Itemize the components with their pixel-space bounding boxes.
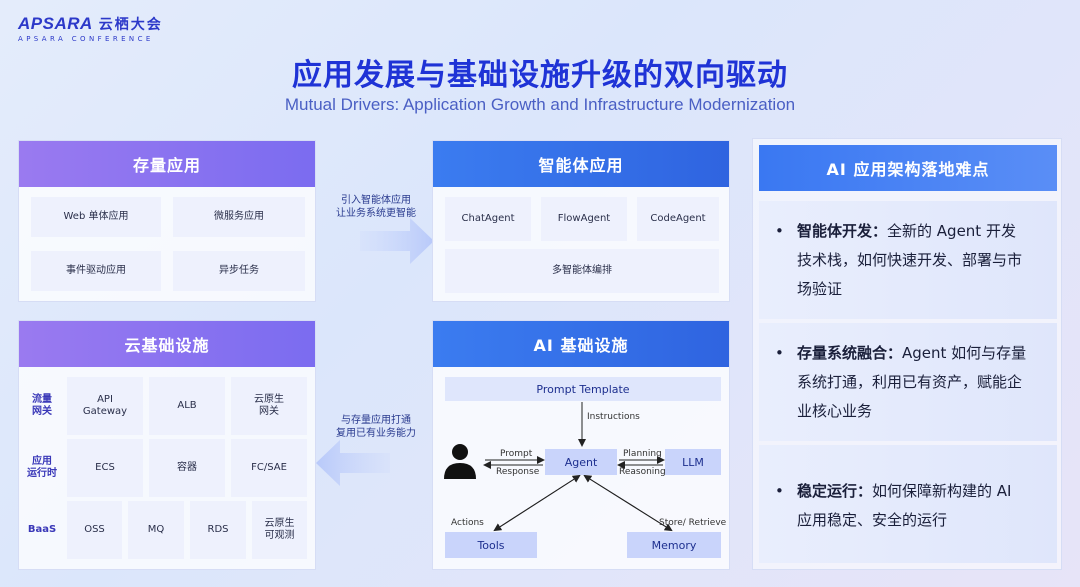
agent-app-item: CodeAgent [637, 197, 719, 241]
page-subtitle: Mutual Drivers: Application Growth and I… [284, 95, 796, 114]
ai-infra-header: AI 基础设施 [433, 321, 729, 367]
infra-cell: 容器 [149, 439, 225, 497]
page-title: 应用发展与基础设施升级的双向驱动 [292, 58, 788, 93]
actions-label: Actions [451, 518, 484, 528]
challenges-panel: AI 应用架构落地难点 智能体开发：全新的 Agent 开发 技术栈，如何快速开… [752, 138, 1062, 570]
logo-tagline: APSARA CONFERENCE [18, 35, 154, 43]
actions-back-arrow [494, 474, 581, 531]
row-label-gateway: 流量 网关 [32, 393, 52, 418]
legacy-app-item: Web 单体应用 [31, 197, 161, 237]
challenges-header: AI 应用架构落地难点 [759, 145, 1057, 191]
agent-box: Agent [545, 449, 617, 475]
infra-cell: 云原生 可观测 [252, 501, 307, 559]
planning-label: Planning [623, 449, 662, 459]
infra-cell: OSS [67, 501, 122, 559]
memory-box: Memory [627, 532, 721, 558]
multi-agent-orchestration: 多智能体编排 [445, 249, 719, 293]
row-label-baas: BaaS [27, 523, 57, 535]
logo-brand-cn: 云栖大会 [98, 17, 163, 33]
apsara-logo: APSARA 云栖大会 APSARA CONFERENCE [18, 14, 163, 43]
tools-box: Tools [445, 532, 537, 558]
challenge-point: 稳定运行：如何保障新构建的 AI 应用稳定、安全的运行 [759, 445, 1057, 563]
cloud-infra-panel: 云基础设施 流量 网关 API Gateway ALB 云原生 网关 应用 运行… [18, 320, 316, 570]
infra-cell: MQ [128, 501, 184, 559]
arrow-top-label: 引入智能体应用 让业务系统更智能 [336, 195, 416, 219]
llm-box: LLM [665, 449, 721, 475]
cloud-infra-header: 云基础设施 [19, 321, 315, 367]
retrieve-arrow [583, 474, 672, 531]
arrow-left-icon [316, 440, 390, 486]
infra-cell: ECS [67, 439, 143, 497]
infra-cell: API Gateway [67, 377, 143, 435]
legacy-apps-header: 存量应用 [19, 141, 315, 187]
agent-apps-panel: 智能体应用 ChatAgent FlowAgent CodeAgent 多智能体… [432, 140, 730, 302]
row-label-runtime: 应用 运行时 [27, 455, 57, 480]
ai-infra-panel: AI 基础设施 Prompt Template Instructions Pro… [432, 320, 730, 570]
response-label: Response [496, 467, 540, 477]
legacy-app-item: 异步任务 [173, 251, 305, 291]
agent-flow-diagram [444, 402, 673, 532]
infra-cell: 云原生 网关 [231, 377, 307, 435]
prompt-label: Prompt [500, 449, 533, 459]
agent-app-item: FlowAgent [541, 197, 627, 241]
challenge-point: 智能体开发：全新的 Agent 开发 技术栈，如何快速开发、部署与市 场验证 [759, 201, 1057, 319]
reasoning-label: Reasoning [619, 467, 666, 477]
prompt-template-box: Prompt Template [445, 377, 721, 401]
instructions-label: Instructions [587, 412, 640, 422]
store-retrieve-label: Store/ Retrieve [659, 518, 727, 528]
user-icon [444, 444, 476, 479]
agent-apps-header: 智能体应用 [433, 141, 729, 187]
legacy-apps-panel: 存量应用 Web 单体应用 微服务应用 事件驱动应用 异步任务 [18, 140, 316, 302]
challenge-point: 存量系统融合：Agent 如何与存量 系统打通，利用已有资产，赋能企 业核心业务 [759, 323, 1057, 441]
infra-cell: FC/SAE [231, 439, 307, 497]
agent-app-item: ChatAgent [445, 197, 531, 241]
infra-cell: ALB [149, 377, 225, 435]
arrow-right-icon [360, 218, 434, 264]
legacy-app-item: 微服务应用 [173, 197, 305, 237]
infra-cell: RDS [190, 501, 246, 559]
arrow-bottom-label: 与存量应用打通 复用已有业务能力 [336, 415, 416, 439]
legacy-app-item: 事件驱动应用 [31, 251, 161, 291]
logo-brand: APSARA [18, 14, 93, 33]
